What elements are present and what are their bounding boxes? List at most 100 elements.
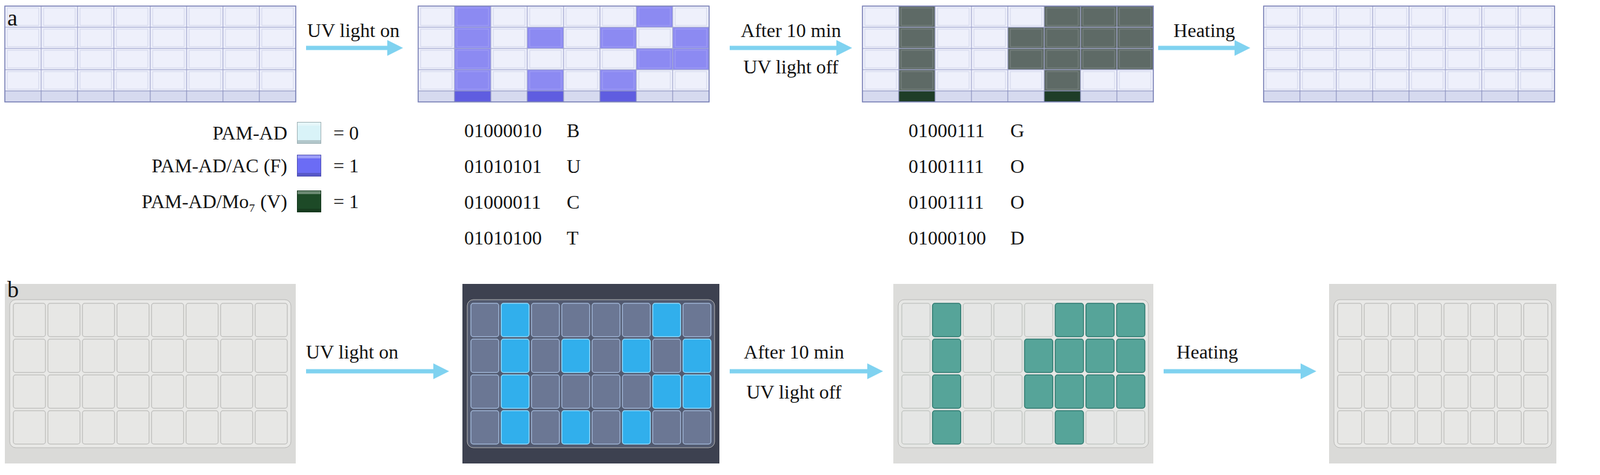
grid-cell <box>1409 27 1446 49</box>
grid-cell-inner <box>864 71 897 90</box>
grid-cell-inner <box>1046 29 1079 47</box>
legend-text: PAM-AD/Mo₇ (V) <box>141 190 288 213</box>
grid-cell-inner <box>493 29 525 47</box>
grid-cell-inner <box>1338 50 1371 68</box>
grid-cell-inner <box>493 50 525 68</box>
grid-cell-inner <box>1010 29 1042 47</box>
grid-cell-inner <box>261 29 294 47</box>
grid-cell <box>150 27 187 49</box>
photo-gel-cube <box>470 374 499 408</box>
grid-cell <box>150 48 187 70</box>
photo-gel-cube <box>1024 410 1054 444</box>
grid-cell <box>1080 48 1117 70</box>
hydrogel-photo <box>1329 283 1557 464</box>
code-letter: B <box>566 119 580 142</box>
code-letter: C <box>566 190 580 214</box>
photo-gel-cube <box>1086 410 1115 444</box>
grid-cell <box>186 69 224 91</box>
photo-gel-cube <box>901 303 931 337</box>
grid-cell <box>1481 69 1519 91</box>
grid-cell-inner <box>602 71 634 90</box>
grid-cell <box>1336 27 1373 49</box>
photo-gel-cube <box>1496 410 1522 444</box>
grid-cell <box>600 48 637 70</box>
grid-cell-inner <box>225 29 257 47</box>
photo-gel-cube <box>1523 338 1548 373</box>
arrow-shaft <box>1158 46 1239 51</box>
grid-cell-inner <box>225 7 257 26</box>
grid-cell-inner <box>152 71 185 90</box>
photo-gel-cube <box>1470 374 1495 408</box>
grid-cell-inner <box>864 50 897 68</box>
photo-gel-cube <box>1086 338 1115 373</box>
photo-gel-cube <box>901 338 931 373</box>
grid-cell-inner <box>1338 71 1371 90</box>
grid-cell <box>1116 69 1154 91</box>
binary-code: 01001111 <box>908 190 984 214</box>
grid-cell <box>527 69 564 91</box>
grid-front-face <box>1007 90 1045 102</box>
photo-gel-cube <box>501 374 530 408</box>
grid-cell <box>1336 48 1373 70</box>
code-letter: O <box>1010 155 1025 178</box>
grid-cell <box>898 69 936 91</box>
photo-gel-cube <box>1055 410 1084 444</box>
code-letter: D <box>1010 226 1025 250</box>
grid-cell <box>672 6 710 28</box>
grid-cell-inner <box>420 7 453 26</box>
photo-gel-cube <box>592 303 620 337</box>
photo-gel-cube <box>1086 374 1115 408</box>
photo-gel-cube <box>1470 303 1495 337</box>
grid-cell <box>223 48 260 70</box>
grid-cell-inner <box>1266 29 1298 47</box>
photo-gel-cube <box>592 374 620 408</box>
photo-gel-cube <box>901 374 931 408</box>
binary-code: 01010101 <box>464 155 542 178</box>
grid-cell <box>1044 27 1081 49</box>
grid-front-face <box>1300 90 1337 102</box>
grid-cell-inner <box>189 71 221 90</box>
grid-front-face <box>223 90 260 102</box>
grid-cell-inner <box>7 71 39 90</box>
photo-gel-cube <box>683 303 711 337</box>
photo-background <box>893 283 1154 464</box>
grid-cell-inner <box>456 29 489 47</box>
grid-cell <box>1445 6 1482 28</box>
grid-front-face <box>862 90 899 102</box>
grid-cell <box>1372 48 1410 70</box>
grid-front-face <box>150 90 187 102</box>
grid-cell-inner <box>973 7 1006 26</box>
grid-cell-inner <box>1119 71 1151 90</box>
grid-cell-inner <box>937 29 970 47</box>
grid-cell-inner <box>493 71 525 90</box>
code-letter: T <box>566 226 579 250</box>
photo-gel-cube <box>255 338 288 373</box>
photo-gel-cube <box>151 338 184 373</box>
photo-gel-cube <box>186 303 219 337</box>
grid-cell-inner <box>638 71 671 90</box>
grid-cell-inner <box>152 50 185 68</box>
grid-cell <box>1080 69 1117 91</box>
grid-cell <box>77 48 114 70</box>
photo-gel-cube <box>622 374 651 408</box>
grid-cell <box>1263 69 1300 91</box>
grid-cell <box>1409 6 1446 28</box>
photo-gel-cube <box>1364 410 1389 444</box>
grid-front-face <box>1372 90 1410 102</box>
grid-cell-inner <box>1302 50 1334 68</box>
grid-cell-inner <box>420 29 453 47</box>
photo-gel-cube <box>470 338 499 373</box>
hydrogel-grid-schematic <box>418 6 710 102</box>
grid-cell-inner <box>80 7 112 26</box>
code-letter: U <box>566 155 581 178</box>
photo-gel-cube <box>963 410 992 444</box>
grid-cell <box>1044 48 1081 70</box>
hydrogel-photo <box>893 283 1154 464</box>
grid-cell <box>935 6 972 28</box>
photo-gel-cube <box>993 338 1023 373</box>
grid-cell-inner <box>420 71 453 90</box>
grid-cell <box>1518 6 1555 28</box>
photo-gel-cube <box>1523 303 1548 337</box>
legend-value: = 1 <box>333 190 359 213</box>
